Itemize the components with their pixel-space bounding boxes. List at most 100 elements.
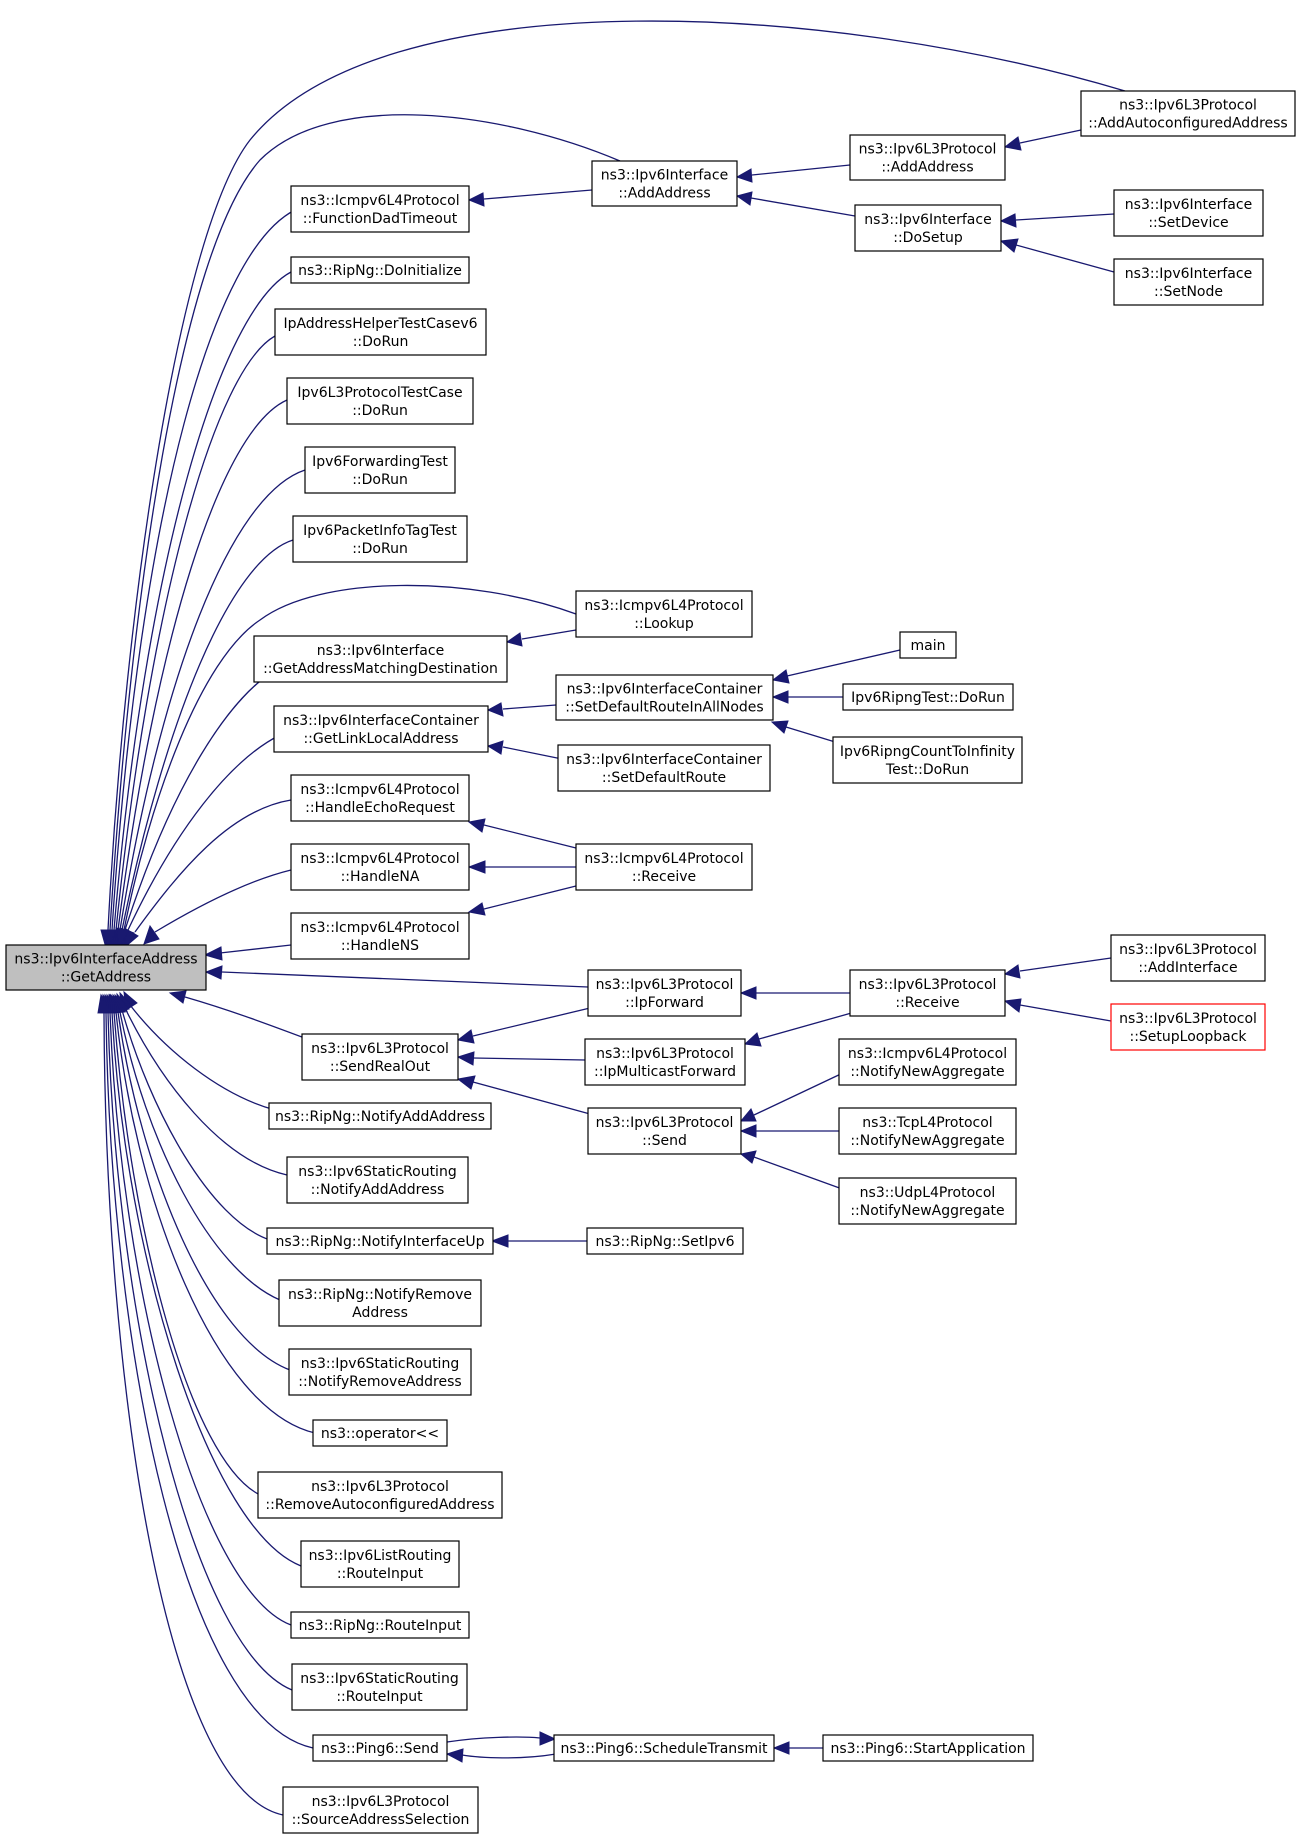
edge-line [461, 1753, 557, 1759]
function-node-icmp-nna[interactable]: ns3::Icmpv6L4Protocol::NotifyNewAggregat… [838, 1038, 1017, 1086]
function-node-ripng-test[interactable]: Ipv6RipngTest::DoRun [842, 683, 1014, 711]
node-label: ns3::Ipv6L3Protocol [311, 1479, 449, 1495]
function-node-op-ll[interactable]: ns3::operator<< [312, 1419, 448, 1447]
function-node-ripng-naa[interactable]: ns3::RipNg::NotifyAddAddress [268, 1102, 492, 1130]
function-node-l3-aca[interactable]: ns3::Ipv6L3Protocol::AddAutoconfiguredAd… [1080, 90, 1296, 137]
edge-line [117, 399, 288, 931]
function-node-ifc-glla[interactable]: ns3::Ipv6InterfaceContainer::GetLinkLoca… [273, 705, 489, 753]
call-edge-icmp-lookup-to-iface-gamd [505, 629, 577, 647]
node-label: ns3::Ipv6L3Protocol [859, 977, 997, 993]
function-node-l3-receive[interactable]: ns3::Ipv6L3Protocol::Receive [849, 969, 1006, 1017]
node-label: ns3::RipNg::RouteInput [299, 1618, 462, 1634]
call-edge-l3-sas-to-root [97, 993, 284, 1816]
node-label: Ipv6RipngTest::DoRun [851, 690, 1005, 706]
node-box [257, 1471, 503, 1519]
function-node-icmp-lookup[interactable]: ns3::Icmpv6L4Protocol::Lookup [575, 590, 753, 638]
node-label: ns3::RipNg::NotifyAddAddress [275, 1109, 485, 1125]
arrowhead-icon [771, 669, 790, 684]
node-box [304, 446, 456, 494]
function-node-iface-gamd[interactable]: ns3::Ipv6Interface::GetAddressMatchingDe… [253, 635, 508, 683]
call-edge-ping-st-to-ping-send [445, 1748, 557, 1763]
function-node-ipaddr-test[interactable]: IpAddressHelperTestCasev6::DoRun [274, 308, 487, 356]
node-label: ::NotifyNewAggregate [850, 1203, 1004, 1219]
function-node-icmp-fdt[interactable]: ns3::Icmpv6L4Protocol::FunctionDadTimeou… [290, 185, 470, 233]
function-node-main[interactable]: main [899, 631, 957, 659]
function-node-icmp-hns[interactable]: ns3::Icmpv6L4Protocol::HandleNS [290, 912, 470, 960]
call-edge-l3-raa-to-root [107, 993, 261, 1496]
arrowhead-icon [739, 1150, 757, 1164]
node-label: ns3::Icmpv6L4Protocol [584, 598, 743, 614]
function-node-iface-setdevice[interactable]: ns3::Ipv6Interface::SetDevice [1113, 189, 1264, 237]
node-label: ns3::Icmpv6L4Protocol [300, 782, 459, 798]
function-node-l3-addif[interactable]: ns3::Ipv6L3Protocol::AddInterface [1110, 934, 1266, 982]
call-edge-l3-aa-to-iface-aa [735, 164, 851, 183]
node-box [838, 1038, 1017, 1086]
edge-line [107, 1011, 293, 1691]
function-node-ping-st[interactable]: ns3::Ping6::ScheduleTransmit [553, 1734, 775, 1762]
node-label: ns3::Ipv6StaticRouting [298, 1164, 456, 1180]
function-node-ipv6fwd-test[interactable]: Ipv6ForwardingTest::DoRun [304, 446, 456, 494]
function-node-udp-nna[interactable]: ns3::UdpL4Protocol::NotifyNewAggregate [838, 1177, 1017, 1225]
function-node-ipv6l3-test[interactable]: Ipv6L3ProtocolTestCase::DoRun [286, 377, 474, 425]
function-node-ripng-doinit[interactable]: ns3::RipNg::DoInitialize [290, 256, 470, 284]
node-label: ns3::Ipv6L3Protocol [859, 142, 997, 158]
arrowhead-icon [467, 860, 486, 874]
function-node-iface-setnode[interactable]: ns3::Ipv6Interface::SetNode [1113, 258, 1264, 306]
edge-line [502, 704, 557, 710]
function-node-root[interactable]: ns3::Ipv6InterfaceAddress::GetAddress [5, 944, 207, 991]
call-edge-l3-sro-to-root [168, 990, 311, 1041]
function-node-static-ri[interactable]: ns3::Ipv6StaticRouting::RouteInput [291, 1663, 468, 1711]
node-label: ::HandleEchoRequest [305, 800, 455, 816]
node-label: ::Lookup [634, 616, 694, 632]
edge-line [117, 1011, 291, 1371]
function-node-l3-send[interactable]: ns3::Ipv6L3Protocol::Send [587, 1107, 742, 1155]
edge-line [109, 114, 621, 931]
edge-line [119, 469, 306, 931]
function-node-icmp-hna[interactable]: ns3::Icmpv6L4Protocol::HandleNA [290, 843, 470, 891]
function-node-l3-sas[interactable]: ns3::Ipv6L3Protocol::SourceAddressSelect… [282, 1786, 479, 1834]
node-label: ::AddAutoconfiguredAddress [1088, 116, 1287, 132]
node-box [587, 969, 742, 1017]
function-node-iface-dosetup[interactable]: ns3::Ipv6Interface::DoSetup [854, 204, 1002, 252]
node-box [1113, 189, 1264, 237]
function-node-tcp-nna[interactable]: ns3::TcpL4Protocol::NotifyNewAggregate [838, 1107, 1017, 1155]
call-edge-l3-setuplb-to-l3-receive [1003, 998, 1112, 1022]
call-edge-l3-send-to-l3-sro [456, 1075, 591, 1115]
edge-line [103, 1011, 284, 1816]
function-node-ripng-setipv6[interactable]: ns3::RipNg::SetIpv6 [586, 1227, 744, 1255]
function-node-ipv6pkt-test[interactable]: Ipv6PacketInfoTagTest::DoRun [292, 515, 468, 563]
function-node-static-naa[interactable]: ns3::Ipv6StaticRouting::NotifyAddAddress [286, 1156, 469, 1204]
node-label: ns3::Ipv6L3Protocol [312, 1794, 450, 1810]
function-node-l3-ipmfwd[interactable]: ns3::Ipv6L3Protocol::IpMulticastForward [584, 1038, 746, 1086]
node-label: ns3::Ipv6L3Protocol [1119, 98, 1257, 114]
function-node-ifc-sdr[interactable]: ns3::Ipv6InterfaceContainer::SetDefaultR… [557, 744, 771, 792]
function-node-ripng-ri[interactable]: ns3::RipNg::RouteInput [290, 1611, 470, 1639]
node-label: Ipv6L3ProtocolTestCase [297, 385, 462, 401]
edge-line [111, 209, 296, 931]
function-node-l3-sro[interactable]: ns3::Ipv6L3Protocol::SendRealOut [301, 1033, 459, 1081]
function-node-l3-aa[interactable]: ns3::Ipv6L3Protocol::AddAddress [849, 134, 1006, 181]
function-node-l3-raa[interactable]: ns3::Ipv6L3Protocol::RemoveAutoconfigure… [257, 1471, 503, 1519]
function-node-icmp-recv[interactable]: ns3::Icmpv6L4Protocol::Receive [575, 843, 753, 891]
node-label: ::SendRealOut [330, 1059, 431, 1075]
function-node-iface-aa[interactable]: ns3::Ipv6Interface::AddAddress [591, 160, 738, 207]
function-node-list-ri[interactable]: ns3::Ipv6ListRouting::RouteInput [300, 1540, 460, 1588]
function-node-ripng-niu[interactable]: ns3::RipNg::NotifyInterfaceUp [266, 1227, 494, 1255]
call-edge-iface-dosetup-to-iface-aa [735, 191, 856, 217]
arrowhead-icon [770, 720, 789, 734]
function-node-icmp-her[interactable]: ns3::Icmpv6L4Protocol::HandleEchoRequest [290, 774, 470, 822]
function-node-ripng-nra[interactable]: ns3::RipNg::NotifyRemoveAddress [278, 1279, 482, 1327]
node-label: ns3::Icmpv6L4Protocol [848, 1046, 1007, 1062]
node-label: ns3::Ipv6Interface [317, 643, 444, 659]
node-label: Ipv6RipngCountToInfinity [840, 744, 1015, 760]
function-node-l3-ipfwd[interactable]: ns3::Ipv6L3Protocol::IpForward [587, 969, 742, 1017]
function-node-l3-setuplb[interactable]: ns3::Ipv6L3Protocol::SetupLoopback [1110, 1003, 1266, 1051]
node-label: ns3::Ipv6Interface [1125, 197, 1252, 213]
node-box [273, 705, 489, 753]
node-label: ::SetDefaultRoute [602, 770, 726, 786]
function-node-ping-sa[interactable]: ns3::Ping6::StartApplication [822, 1734, 1034, 1762]
function-node-static-nra[interactable]: ns3::Ipv6StaticRouting::NotifyRemoveAddr… [288, 1348, 472, 1396]
function-node-ifc-sdrian[interactable]: ns3::Ipv6InterfaceContainer::SetDefaultR… [555, 674, 774, 721]
function-node-ping-send[interactable]: ns3::Ping6::Send [312, 1734, 448, 1762]
